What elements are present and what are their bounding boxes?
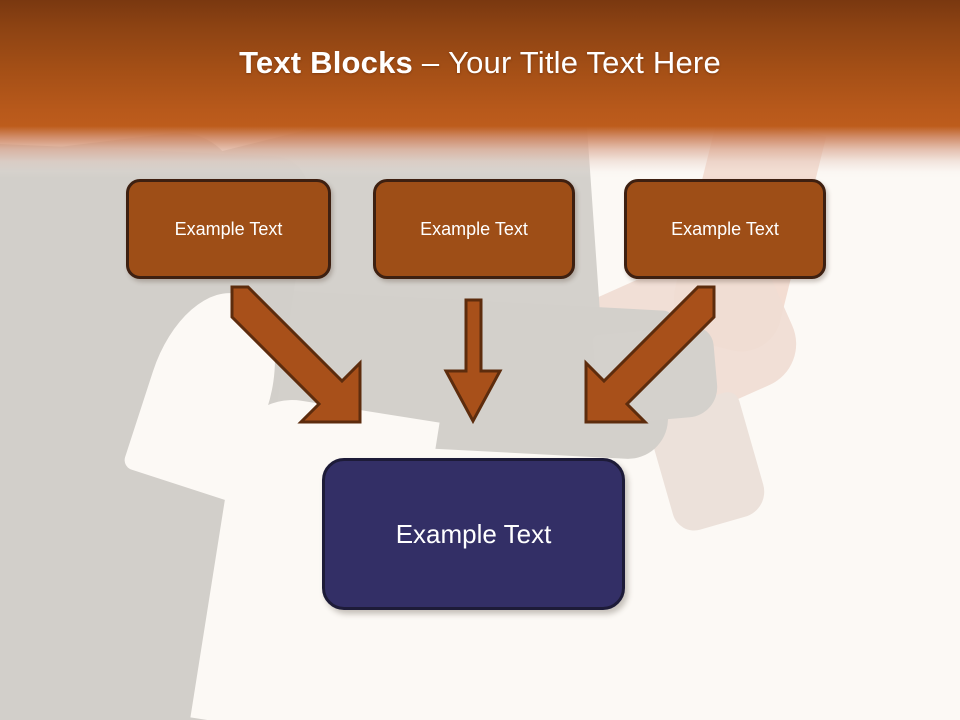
page-title: Text Blocks – Your Title Text Here (0, 0, 960, 126)
text-block-2[interactable]: Example Text (373, 179, 575, 279)
result-text-block-label: Example Text (395, 518, 552, 549)
text-block-2-label: Example Text (420, 218, 528, 239)
text-block-3-label: Example Text (671, 218, 779, 239)
header-band (0, 0, 960, 126)
text-block-1-label: Example Text (174, 218, 283, 239)
page-title-rest: Your Title Text Here (448, 45, 721, 80)
text-block-3[interactable]: Example Text (624, 179, 826, 279)
background-shadow-patch (592, 324, 720, 426)
header-fade (0, 126, 960, 178)
page-title-separator: – (413, 45, 449, 80)
page-title-bold: Text Blocks (239, 45, 413, 80)
result-text-block[interactable]: Example Text (322, 458, 625, 610)
text-block-1[interactable]: Example Text (126, 179, 331, 279)
